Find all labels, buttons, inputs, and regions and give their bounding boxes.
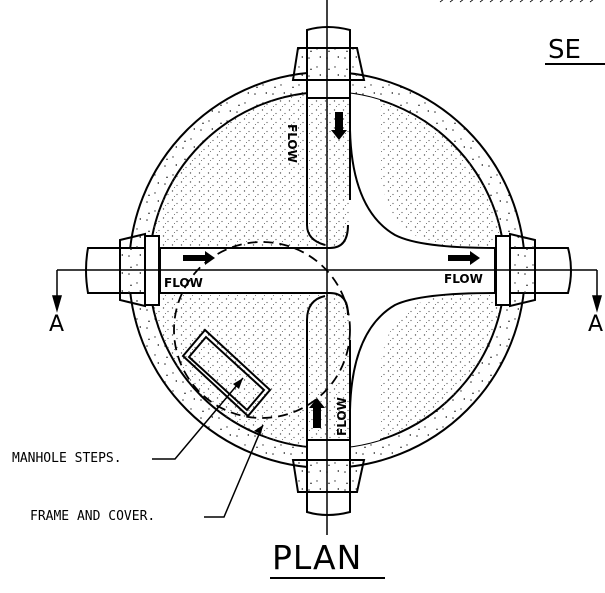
flow-arrows <box>183 112 480 428</box>
section-cut-arrow-icon <box>52 295 62 313</box>
frame-cover-callout: FRAME AND COVER. <box>30 509 156 524</box>
section-marker-right: A <box>588 312 604 337</box>
plan-title: PLAN <box>272 538 363 577</box>
manhole-steps <box>181 328 272 418</box>
section-title-partial: SE <box>548 35 581 65</box>
inlet-pipe-top <box>291 26 366 99</box>
flow-arrow-icon <box>183 251 215 265</box>
manhole-steps-callout: MANHOLE STEPS. <box>12 451 122 466</box>
cropped-hatch <box>439 0 594 3</box>
flow-channel <box>149 92 505 448</box>
section-marker-left: A <box>49 312 65 337</box>
flow-label-top: FLOW <box>285 124 299 163</box>
callout-leaders <box>152 377 264 518</box>
frame-and-cover-outline <box>173 241 351 419</box>
flow-arrow-icon <box>309 398 325 428</box>
flow-arrow-icon <box>331 112 347 140</box>
flow-arrow-icon <box>448 251 480 265</box>
flow-label-right: FLOW <box>444 272 483 286</box>
inlet-pipe-bottom <box>291 439 366 516</box>
section-cut-arrow-icon <box>592 295 602 313</box>
flow-label-bottom: FLOW <box>335 397 349 436</box>
flow-label-left: FLOW <box>164 276 203 290</box>
